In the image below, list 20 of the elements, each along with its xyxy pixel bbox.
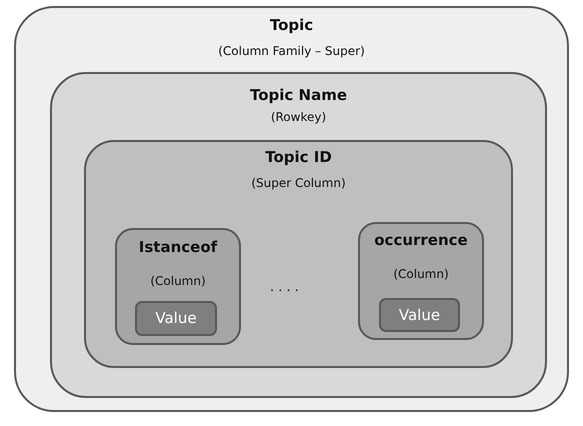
container-box [14,6,569,412]
box-heading: occurrence [373,231,469,249]
box-subtitle: (Rowkey) [270,110,328,124]
container-box [84,140,513,368]
container-box [115,228,241,345]
container-box [358,222,484,340]
value-label: Value [398,306,442,324]
box-subtitle: (Column) [149,274,207,288]
box-heading: Topic ID [264,148,333,166]
container-box [50,72,547,398]
box-heading: Topic [268,16,314,34]
value-box [135,301,217,336]
ellipsis-label: . . . . [270,280,299,295]
box-subtitle: (Super Column) [250,176,347,190]
box-subtitle: (Column) [392,267,450,281]
value-label: Value [154,309,198,327]
box-heading: Istanceof [138,238,218,256]
box-subtitle: (Column Family – Super) [217,44,366,58]
value-box [379,298,460,332]
box-heading: Topic Name [248,86,348,104]
